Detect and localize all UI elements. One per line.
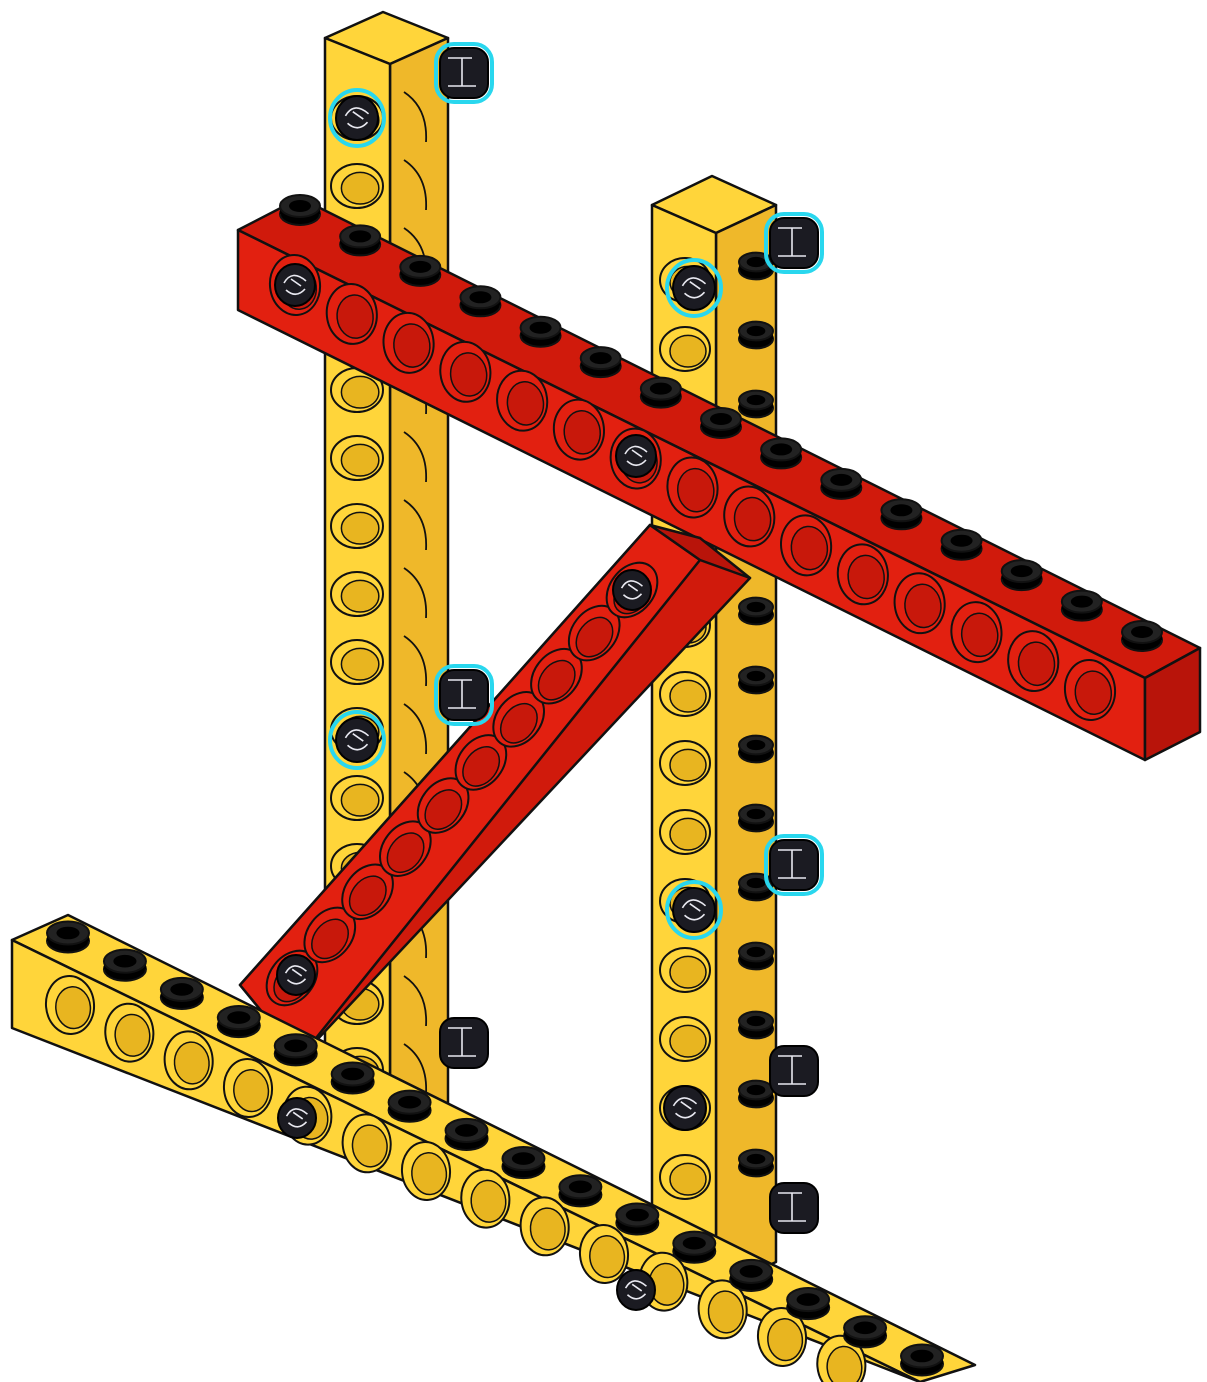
base-stud xyxy=(559,1175,601,1206)
brace-pin-top xyxy=(613,570,651,610)
crossbar-stud xyxy=(1002,560,1042,590)
crossbar-stud xyxy=(701,408,741,438)
pin-right-upright-low-face xyxy=(664,1086,706,1130)
base-stud xyxy=(787,1288,829,1319)
right-upright-hole xyxy=(660,1155,710,1199)
pin-right-upright-mid-side xyxy=(766,836,822,894)
right-upright-side-hole xyxy=(739,391,773,418)
right-upright-side-hole xyxy=(739,736,773,763)
pin-left-upright-mid-side xyxy=(436,666,492,724)
right-upright-hole xyxy=(660,948,710,992)
brace-pin-bottom xyxy=(277,955,315,995)
pin-left-upright-top-side xyxy=(436,44,492,102)
base-stud xyxy=(389,1091,431,1122)
base-stud xyxy=(901,1344,943,1375)
base-stud xyxy=(502,1147,544,1178)
crossbar-stud xyxy=(581,347,621,377)
right-upright-side-hole xyxy=(739,667,773,694)
right-upright-hole xyxy=(660,672,710,716)
crossbar-stud xyxy=(521,317,561,347)
pin-right-upright-mid-face xyxy=(667,882,721,938)
right-upright-hole xyxy=(660,1017,710,1061)
right-upright-hole xyxy=(660,810,710,854)
base-layer xyxy=(12,915,975,1382)
right-upright-hole xyxy=(660,741,710,785)
crossbar-stud xyxy=(1062,591,1102,621)
base-stud xyxy=(673,1232,715,1263)
pin-left-upright-top-face xyxy=(330,90,384,146)
base-stud xyxy=(161,978,203,1009)
pin-left-upright-mid-face xyxy=(330,712,384,768)
pin-left-upright-low-side xyxy=(440,1018,488,1068)
crossbar-stud xyxy=(280,195,320,225)
right-upright-side-hole xyxy=(739,1150,773,1177)
right-upright-side-hole xyxy=(739,943,773,970)
base-stud xyxy=(275,1034,317,1065)
base-stud xyxy=(616,1203,658,1234)
base-pin-right xyxy=(617,1270,655,1310)
crossbar-stud xyxy=(340,225,380,255)
crossbar-stud xyxy=(400,256,440,286)
left-upright-hole xyxy=(331,504,383,548)
left-upright-hole xyxy=(331,164,383,208)
crossbar-pin-right xyxy=(616,435,656,477)
right-upright-hole xyxy=(660,327,710,371)
crossbar-stud xyxy=(942,530,982,560)
base-stud xyxy=(446,1119,488,1150)
pin-right-upright-bottom-side xyxy=(770,1183,818,1233)
pin-right-upright-low-side xyxy=(770,1046,818,1096)
right-upright-side-hole xyxy=(739,322,773,349)
base-stud xyxy=(332,1062,374,1093)
left-upright-side xyxy=(390,38,448,1136)
base-pin-left xyxy=(278,1098,316,1138)
crossbar-stud xyxy=(821,469,861,499)
crossbar-stud xyxy=(761,438,801,468)
right-upright-side-hole xyxy=(739,805,773,832)
right-upright-side-hole xyxy=(739,1081,773,1108)
crossbar-stud xyxy=(881,499,921,529)
right-upright-side-hole xyxy=(739,598,773,625)
crossbar-pin-left xyxy=(275,264,315,306)
crossbar-stud xyxy=(1122,621,1162,651)
right-upright-side-hole xyxy=(739,1012,773,1039)
left-upright-hole xyxy=(331,640,383,684)
crossbar-stud xyxy=(460,286,500,316)
left-upright-hole xyxy=(331,436,383,480)
left-upright-hole xyxy=(331,776,383,820)
base-stud xyxy=(47,921,89,952)
crossbar-stud xyxy=(641,378,681,408)
base-stud xyxy=(844,1316,886,1347)
base-stud xyxy=(104,950,146,981)
pin-right-upright-top-face xyxy=(667,260,721,316)
base-stud xyxy=(730,1260,772,1291)
base-top xyxy=(12,915,975,1382)
base-stud xyxy=(218,1006,260,1037)
left-upright-hole xyxy=(331,572,383,616)
pin-right-upright-top-side xyxy=(766,214,822,272)
